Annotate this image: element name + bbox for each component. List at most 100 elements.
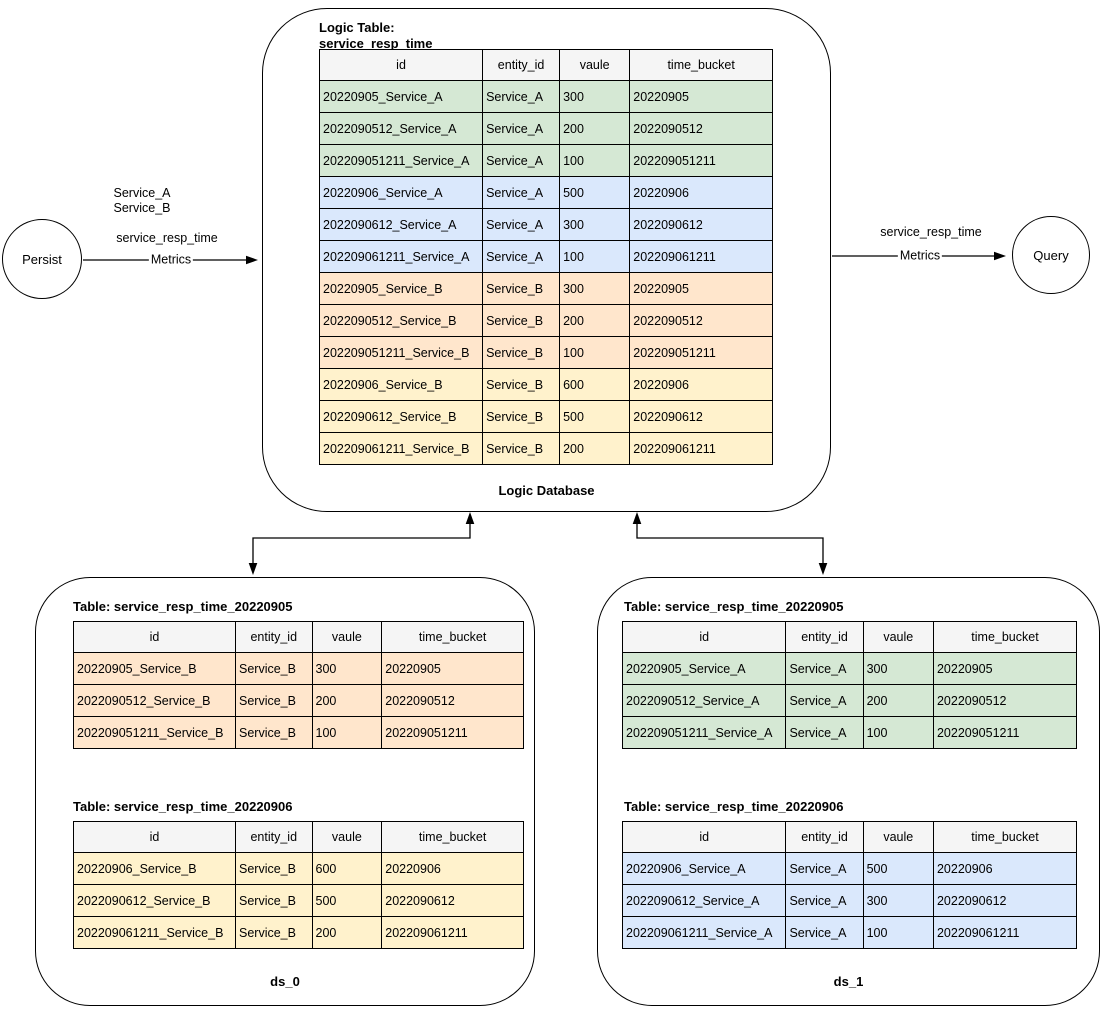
table-cell: 20220906_Service_B: [73, 852, 236, 885]
table-cell: 100: [862, 716, 934, 749]
table-cell: 20220905_Service_A: [318, 80, 484, 113]
column-header: entity_id: [785, 821, 864, 853]
table-cell: 20220906: [629, 368, 773, 401]
table-cell: 20220906_Service_A: [621, 852, 787, 885]
table-cell: 20220905: [629, 272, 773, 305]
table-cell: Service_A: [482, 240, 561, 273]
table-cell: Service_A: [482, 112, 561, 145]
table-cell: 202209051211: [381, 716, 524, 749]
column-header: entity_id: [482, 49, 561, 81]
table-cell: 300: [311, 652, 383, 685]
table-cell: 20220906_Service_B: [318, 368, 484, 401]
column-header: vaule: [311, 621, 383, 653]
persist-node: Persist: [2, 219, 82, 299]
table-cell: Service_B: [482, 368, 561, 401]
edge-db-to-ds0: [252, 523, 471, 564]
table-cell: 20220905_Service_B: [318, 272, 484, 305]
table-cell: Service_A: [785, 684, 864, 717]
table-cell: 202209051211: [629, 144, 773, 177]
column-header: vaule: [559, 49, 631, 81]
table-cell: 200: [559, 304, 631, 337]
table-cell: Service_B: [482, 272, 561, 305]
table-cell: 200: [559, 432, 631, 465]
edge-db-to-ds1: [636, 523, 824, 564]
column-header: vaule: [311, 821, 383, 853]
column-header: entity_id: [785, 621, 864, 653]
column-header: id: [73, 821, 236, 853]
table-cell: Service_A: [482, 176, 561, 209]
table-cell: 2022090612_Service_B: [73, 884, 236, 917]
table-cell: Service_B: [482, 400, 561, 433]
table-cell: 200: [559, 112, 631, 145]
edge-label-metric-name-right: service_resp_time: [880, 225, 982, 239]
column-header: entity_id: [235, 621, 313, 653]
column-header: time_bucket: [932, 621, 1078, 653]
arrowhead-up-ds0-to-db: [465, 512, 475, 524]
table-cell: Service_B: [235, 916, 313, 949]
table-cell: 600: [559, 368, 631, 401]
table-cell: Service_B: [482, 336, 561, 369]
column-header: vaule: [862, 621, 934, 653]
query-node: Query: [1012, 216, 1090, 294]
query-label: Query: [1033, 247, 1069, 263]
table-cell: 600: [311, 852, 383, 885]
table-cell: 200: [862, 684, 934, 717]
table-cell: 2022090512_Service_A: [318, 112, 484, 145]
table-cell: Service_A: [482, 208, 561, 241]
table-cell: Service_B: [482, 304, 561, 337]
table-cell: 2022090612: [629, 208, 773, 241]
table-cell: 202209061211: [932, 916, 1078, 949]
table-cell: 2022090512_Service_A: [621, 684, 787, 717]
table-cell: 2022090512_Service_B: [73, 684, 236, 717]
table-cell: 202209051211_Service_A: [621, 716, 787, 749]
table-cell: 202209061211: [381, 916, 524, 949]
table-cell: 100: [311, 716, 383, 749]
table-cell: 2022090512: [381, 684, 524, 717]
ds0-table1-title: Table: service_resp_time_20220905: [73, 599, 293, 614]
table-cell: 202209051211: [932, 716, 1078, 749]
table-cell: Service_B: [235, 652, 313, 685]
table-cell: 20220906: [932, 852, 1078, 885]
table-cell: 2022090612_Service_A: [318, 208, 484, 241]
table-cell: 2022090612: [932, 884, 1078, 917]
table-cell: Service_A: [785, 652, 864, 685]
column-header: vaule: [862, 821, 934, 853]
ds0-caption: ds_0: [270, 974, 300, 989]
table-cell: 202209051211_Service_B: [318, 336, 484, 369]
table-cell: Service_B: [235, 884, 313, 917]
ds0-table2-title: Table: service_resp_time_20220906: [73, 799, 293, 814]
table-cell: Service_A: [785, 884, 864, 917]
table-cell: 202209061211: [629, 432, 773, 465]
